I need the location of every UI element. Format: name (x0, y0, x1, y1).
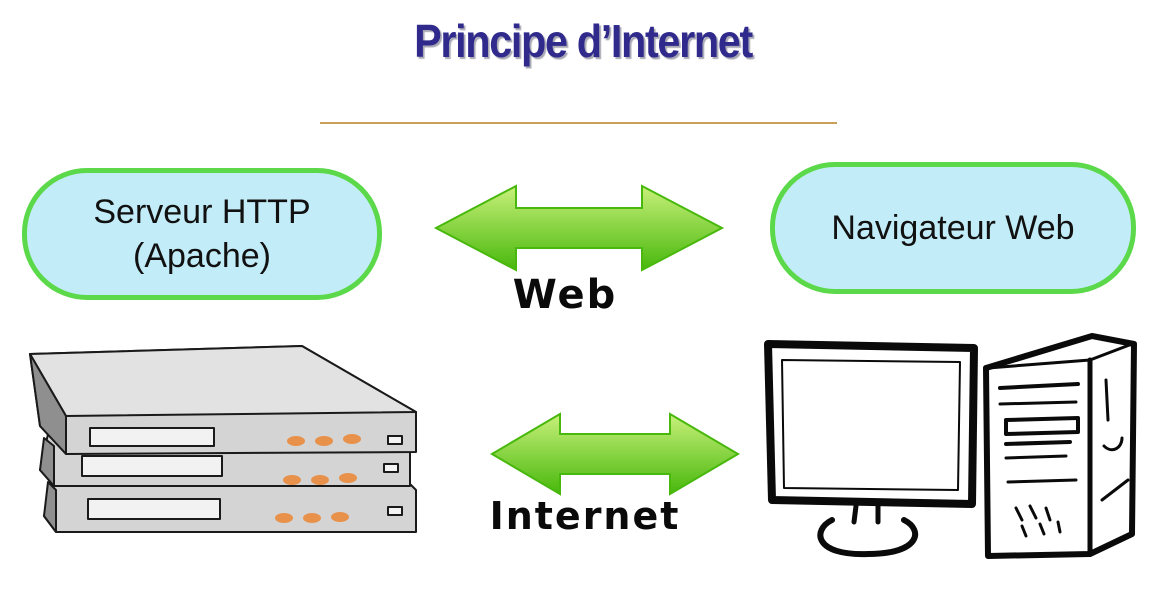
web-arrow-icon (433, 184, 725, 272)
server-rack-icon (29, 345, 417, 533)
server-node: Serveur HTTP (Apache) (22, 168, 382, 300)
internet-arrow-icon (490, 412, 740, 496)
browser-node: Navigateur Web (770, 162, 1136, 294)
web-link-label: Web (512, 272, 618, 318)
page-title: Principe d’Internet (414, 15, 753, 67)
title-divider (320, 122, 837, 124)
internet-link-label: Internet (489, 494, 681, 538)
desktop-computer-icon (764, 333, 1137, 559)
